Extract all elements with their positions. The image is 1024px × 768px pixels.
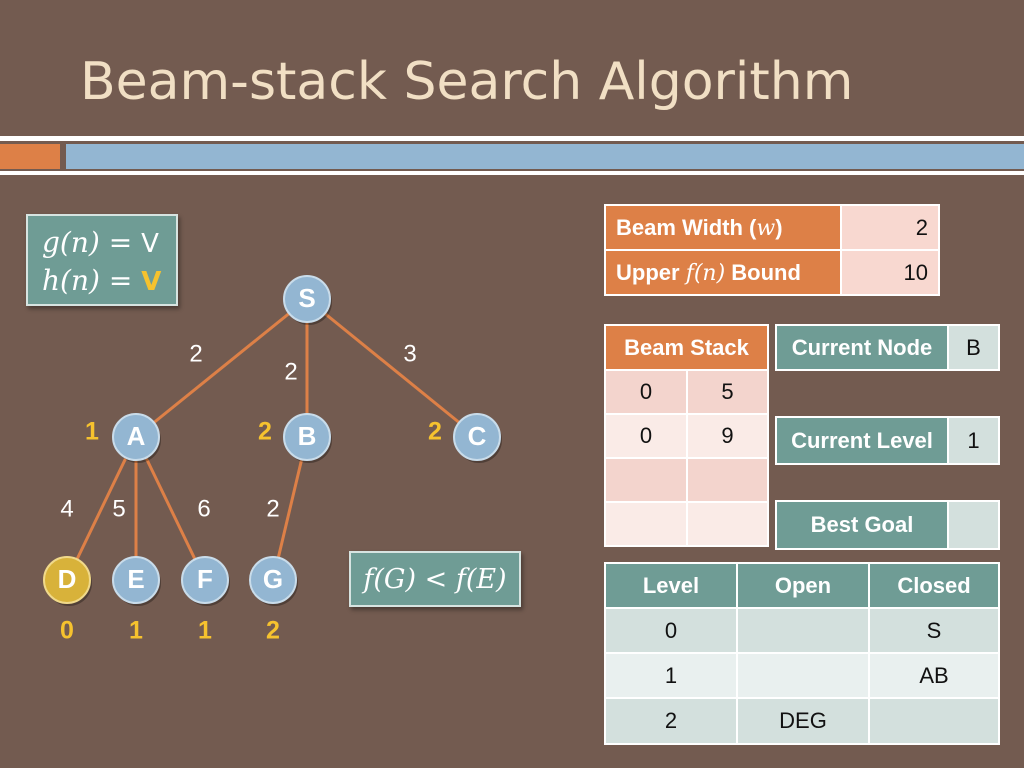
open-cell	[736, 652, 870, 699]
node-heuristic-label: 2	[266, 617, 280, 645]
best-goal-table: Best Goal	[775, 500, 1000, 550]
h-symbol: V	[141, 267, 162, 297]
level-cell: 2	[604, 697, 738, 745]
g-formula-label: g(n) =	[42, 226, 142, 259]
node-g	[249, 556, 297, 604]
node-label: C	[468, 421, 487, 451]
beam-stack-header: Beam Stack	[604, 324, 769, 371]
beam-stack-cell	[686, 457, 769, 503]
params-table: Beam Width (w) 2 Upper f(n) Bound 10	[604, 204, 940, 296]
node-label: F	[197, 564, 213, 594]
table-row: 0 9	[604, 413, 769, 459]
slide-title: Beam-stack Search Algorithm	[80, 52, 854, 112]
heuristic-formula-box: g(n) = V h(n) = V	[26, 214, 178, 306]
edge-cost-label: 6	[197, 495, 210, 522]
node-label: S	[298, 283, 315, 313]
divider-bottom	[0, 171, 1024, 175]
closed-cell: AB	[868, 652, 1000, 699]
closed-cell	[868, 697, 1000, 745]
edge-cost-label: 2	[266, 495, 279, 522]
open-header: Open	[736, 562, 870, 609]
node-heuristic-label: 2	[428, 418, 442, 446]
closed-cell: S	[868, 607, 1000, 654]
beam-stack-cell	[604, 457, 688, 503]
edge-cost-label: 5	[112, 495, 125, 522]
node-heuristic-label: 1	[129, 617, 143, 645]
upper-bound-label: Upper f(n) Bound	[604, 249, 842, 296]
comparison-box: f(G) < f(E)	[349, 551, 521, 607]
beam-stack-cell	[686, 501, 769, 547]
h-formula: h(n) = V	[42, 264, 161, 297]
g-formula: g(n) = V	[42, 226, 159, 259]
beam-stack-cell	[604, 501, 688, 547]
edge-cost-label: 2	[189, 340, 202, 367]
table-row: 0 5	[604, 369, 769, 415]
level-table: Level Open Closed 0 S 1 AB 2 DEG	[604, 562, 1000, 745]
current-level-table: Current Level 1	[775, 416, 1000, 465]
node-heuristic-label: 1	[198, 617, 212, 645]
edge-cost-label: 4	[60, 495, 73, 522]
node-heuristic-label: 1	[85, 418, 99, 446]
node-label: B	[298, 421, 317, 451]
h-formula-label: h(n) =	[42, 264, 142, 297]
open-cell: DEG	[736, 697, 870, 745]
edge-cost-label: 2	[284, 358, 297, 385]
best-goal-label: Best Goal	[775, 500, 949, 550]
open-cell	[736, 607, 870, 654]
table-row: 1 AB	[604, 652, 1000, 699]
node-label: G	[263, 564, 283, 594]
current-level-label: Current Level	[775, 416, 949, 465]
accent-bar-blue	[66, 144, 1024, 169]
edge-s-c	[306, 297, 478, 439]
node-c	[453, 413, 501, 461]
edge-cost-label: 3	[403, 340, 416, 367]
node-label: D	[58, 564, 77, 594]
beam-stack-cell: 5	[686, 369, 769, 415]
current-node-table: Current Node B	[775, 324, 1000, 371]
closed-header: Closed	[868, 562, 1000, 609]
beam-stack-cell: 0	[604, 369, 688, 415]
node-label: E	[127, 564, 144, 594]
node-e	[112, 556, 160, 604]
accent-bar-orange	[0, 144, 60, 169]
edge-a-d	[65, 436, 138, 581]
beam-stack-cell: 0	[604, 413, 688, 459]
table-row	[604, 457, 769, 503]
level-cell: 0	[604, 607, 738, 654]
current-node-value: B	[947, 324, 1000, 371]
node-f	[181, 556, 229, 604]
table-row: 0 S	[604, 607, 1000, 654]
node-s	[283, 275, 331, 323]
level-cell: 1	[604, 652, 738, 699]
current-node-label: Current Node	[775, 324, 949, 371]
table-row	[604, 501, 769, 547]
divider-top	[0, 136, 1024, 141]
table-row: 2 DEG	[604, 697, 1000, 745]
best-goal-value	[947, 500, 1000, 550]
node-b	[283, 413, 331, 461]
current-level-value: 1	[947, 416, 1000, 465]
edge-s-a	[135, 297, 308, 439]
node-d	[43, 556, 91, 604]
node-label: A	[127, 421, 146, 451]
level-header: Level	[604, 562, 738, 609]
beam-stack-table: Beam Stack 0 5 0 9	[604, 324, 769, 547]
upper-bound-value: 10	[840, 249, 940, 296]
edge-a-f	[134, 436, 207, 581]
beam-width-label: Beam Width (w)	[604, 204, 842, 251]
edge-b-g	[271, 436, 309, 581]
beam-width-value: 2	[840, 204, 940, 251]
g-symbol: V	[141, 229, 159, 259]
beam-stack-cell: 9	[686, 413, 769, 459]
node-a	[112, 413, 160, 461]
node-heuristic-label: 0	[60, 617, 74, 645]
node-heuristic-label: 2	[258, 418, 272, 446]
